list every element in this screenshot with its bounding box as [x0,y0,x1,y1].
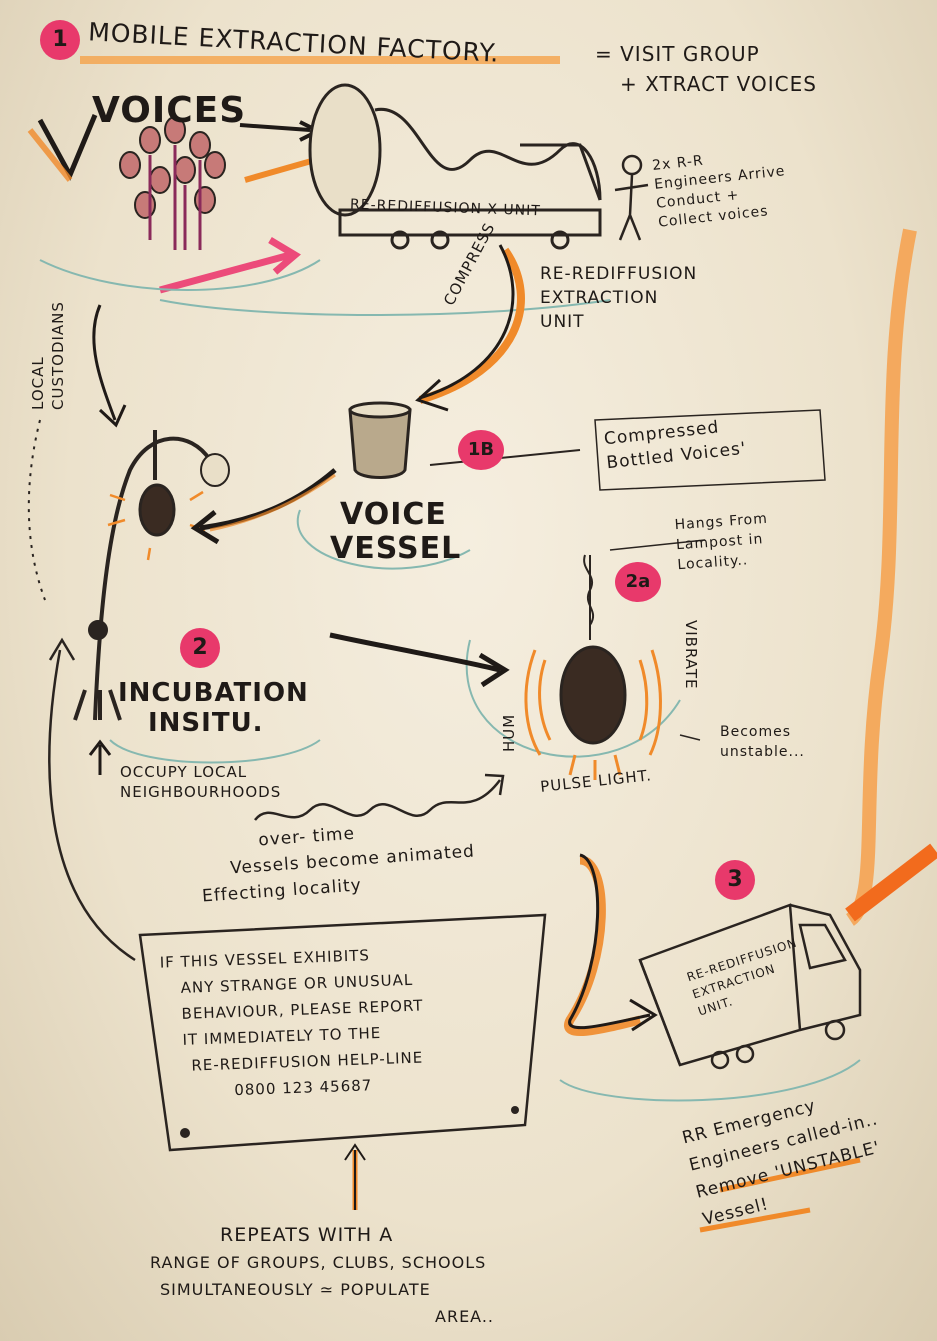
pencil-ellipses [39,259,861,1102]
right-return-arrow-highlight [845,228,917,926]
step-1-note-1: = VISIT GROUP [595,42,760,66]
step-2-badge: 2 [180,628,220,668]
voice-vessel-line: VESSEL [330,531,462,566]
extraction-unit-line: UNIT [540,312,585,332]
extraction-unit-label: RE-REDIFFUSION EXTRACTION UNIT [540,262,697,334]
local-custodians-label: LOCAL CUSTODIANS [28,301,68,410]
occupy-note: OCCUPY LOCAL NEIGHBOURHOODS [120,762,281,802]
hanging-vessel [138,483,176,537]
unstable-line: Becomes [720,724,792,740]
voices-label: VOICES [92,90,247,131]
voices-v-mark [37,114,98,181]
voice-vessel-jar [348,401,412,479]
hum-label: HUM [500,713,518,752]
unstable-line: unstable... [720,744,805,760]
extraction-unit-line: EXTRACTION [540,288,659,308]
custodians-line: CUSTODIANS [49,301,67,410]
unstable-note: Becomes unstable... [720,722,805,762]
custodians-line: LOCAL [29,356,47,410]
incubation-line: INSITU. [148,708,264,738]
engineer-figure [614,154,649,241]
incubation-line: INCUBATION [118,678,309,708]
warning-sign-outline [138,913,547,1152]
extraction-truck-1 [308,83,602,250]
occupy-line: NEIGHBOURHOODS [120,783,282,801]
repeats-note: REPEATS WITH A RANGE OF GROUPS, CLUBS, S… [150,1222,494,1330]
step-1-badge: 1 [40,20,80,60]
repeats-line: RANGE OF GROUPS, CLUBS, SCHOOLS [150,1253,487,1272]
repeats-line: SIMULTANEOUSLY ≃ POPULATE [160,1280,431,1299]
repeats-line: REPEATS WITH A [220,1224,394,1246]
extraction-truck-3 [638,903,862,1070]
voice-vessel-line: VOICE [340,497,447,532]
repeats-line: AREA.. [435,1307,495,1326]
pink-arrow [159,251,291,294]
incubation-title: INCUBATION INSITU. [118,678,309,738]
hangs-note: Hangs From Lampost in Locality.. [674,509,771,575]
vibrate-label: VIBRATE [682,620,700,690]
voice-vessel-label: VOICE VESSEL [330,498,461,566]
extraction-unit-line: RE-REDIFFUSION [540,264,698,284]
voices-figures [119,116,226,250]
step-1-note-2: + XTRACT VOICES [620,72,817,96]
occupy-line: OCCUPY LOCAL [120,763,248,781]
step-2a-badge: 2a [615,562,661,602]
warning-sign-text: IF THIS VESSEL EXHIBITS ANY STRANGE OR U… [159,940,426,1105]
engineers-note: 2x R-R Engineers Arrive Conduct + Collec… [651,143,790,232]
step-1b-badge: 1B [458,430,504,470]
right-orange-bar [845,843,937,922]
vibrating-vessel [559,645,627,745]
lamppost [73,430,212,721]
step-3-badge: 3 [715,860,755,900]
